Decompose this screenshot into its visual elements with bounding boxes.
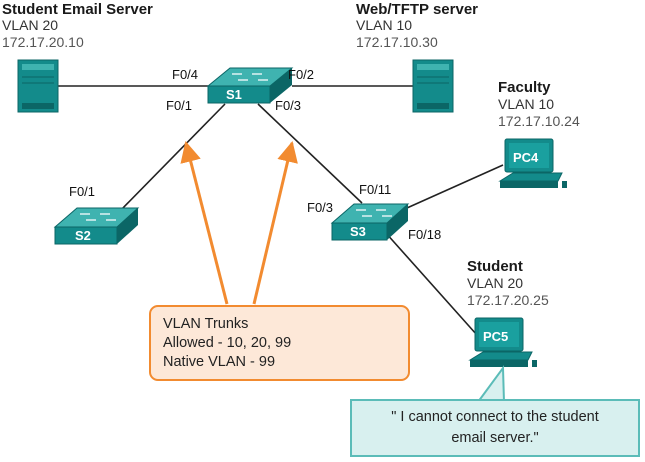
trunk-arrow-s1-s3	[252, 140, 298, 305]
pc4-label: PC4	[513, 150, 539, 165]
pc4-ip: 172.17.10.24	[498, 113, 580, 129]
student-quote-bubble: " I cannot connect to the student email …	[350, 399, 640, 457]
pc4-name: Faculty	[498, 79, 551, 96]
student-quote-line1: " I cannot connect to the student	[391, 409, 599, 425]
pc5-label: PC5	[483, 329, 508, 344]
link-s1-s3	[257, 103, 363, 204]
s1-port-f03: F0/3	[275, 98, 301, 113]
pc5-name: Student	[467, 258, 523, 275]
s1-port-f04: F0/4	[172, 67, 198, 82]
trunk-callout-line3: Native VLAN - 99	[163, 354, 276, 370]
link-s3-pc4	[397, 164, 504, 213]
email-server-icon	[17, 59, 59, 113]
s1-port-f01: F0/1	[166, 98, 192, 113]
pc5-computer-icon	[468, 317, 537, 367]
trunk-callout: VLAN Trunks Allowed - 10, 20, 99 Native …	[149, 305, 410, 381]
email-server-vlan: VLAN 20	[2, 17, 58, 33]
pc4-vlan: VLAN 10	[498, 96, 554, 112]
s3-port-f011: F0/11	[359, 182, 391, 197]
pc5-vlan: VLAN 20	[467, 275, 523, 291]
pc4-computer-icon	[498, 138, 567, 188]
s1-port-f02: F0/2	[288, 67, 314, 82]
speech-pointer	[476, 365, 506, 403]
tftp-server-ip: 172.17.10.30	[356, 34, 438, 50]
tftp-server-name: Web/TFTP server	[356, 1, 478, 18]
trunk-callout-line2: Allowed - 10, 20, 99	[163, 335, 292, 351]
switch-s1-icon	[206, 67, 294, 104]
switch-s3-icon	[330, 203, 410, 241]
trunk-arrow-s1-s2	[180, 140, 229, 305]
tftp-server-icon	[412, 59, 454, 113]
tftp-server-vlan: VLAN 10	[356, 17, 412, 33]
switch-s2-icon	[53, 207, 140, 245]
trunk-callout-line1: VLAN Trunks	[163, 316, 249, 332]
email-server-ip: 172.17.20.10	[2, 34, 84, 50]
pc5-ip: 172.17.20.25	[467, 292, 549, 308]
link-s3-pc5	[384, 231, 486, 345]
link-s1-s2	[117, 103, 226, 214]
switch-s3-label: S3	[350, 224, 366, 239]
email-server-name: Student Email Server	[2, 1, 153, 18]
switch-s1-label: S1	[226, 87, 242, 102]
s2-port-f01: F0/1	[69, 184, 95, 199]
switch-s2-label: S2	[75, 228, 91, 243]
s3-port-f03: F0/3	[307, 200, 333, 215]
s3-port-f018: F0/18	[408, 227, 441, 242]
student-quote-line2: email server."	[451, 430, 539, 446]
